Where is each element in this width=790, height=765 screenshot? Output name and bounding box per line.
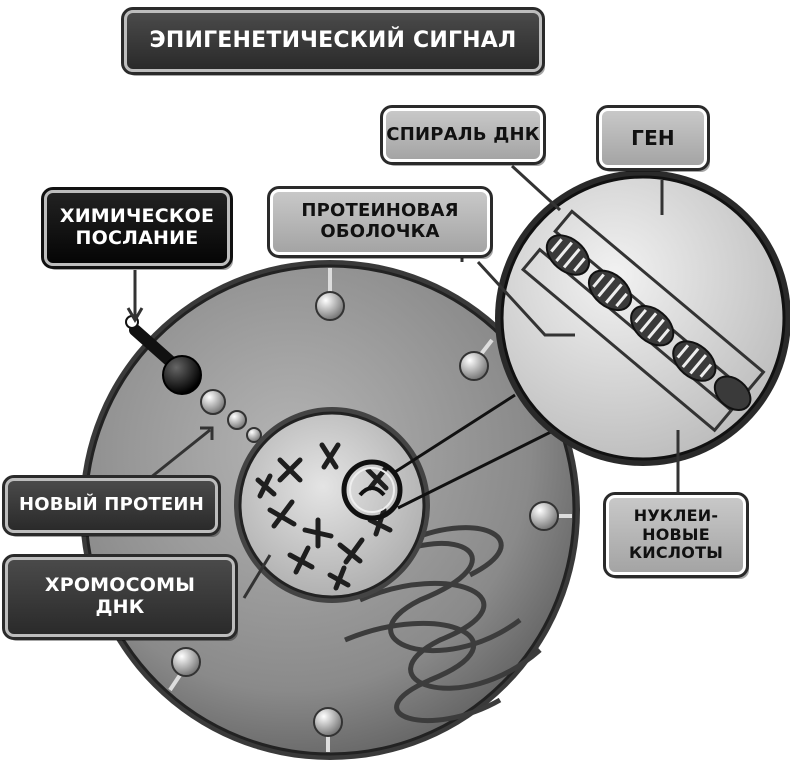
chromosomes-label: ХРОМОСОМЫ ДНК <box>2 554 238 640</box>
nucleus <box>234 407 430 603</box>
new-protein-label: НОВЫЙ ПРОТЕИН <box>2 475 221 536</box>
nucleic-acids-label: НУКЛЕИ- НОВЫЕ КИСЛОТЫ <box>603 492 749 578</box>
protein-shell-label: ПРОТЕИНОВАЯ ОБОЛОЧКА <box>267 186 493 258</box>
label-pointers <box>126 164 680 599</box>
chromosomes-cluster <box>255 442 393 591</box>
cell-ridges <box>344 525 542 723</box>
dna-spiral-label: СПИРАЛЬ ДНК <box>380 105 546 165</box>
title-label: ЭПИГЕНЕТИЧЕСКИЙ СИГНАЛ <box>121 7 545 75</box>
chemical-message-label: ХИМИЧЕСКОЕ ПОСЛАНИЕ <box>41 187 233 269</box>
dna-zoom-circle <box>495 170 790 466</box>
gene-label: ГЕН <box>596 105 710 171</box>
membrane-receptors <box>168 268 572 752</box>
